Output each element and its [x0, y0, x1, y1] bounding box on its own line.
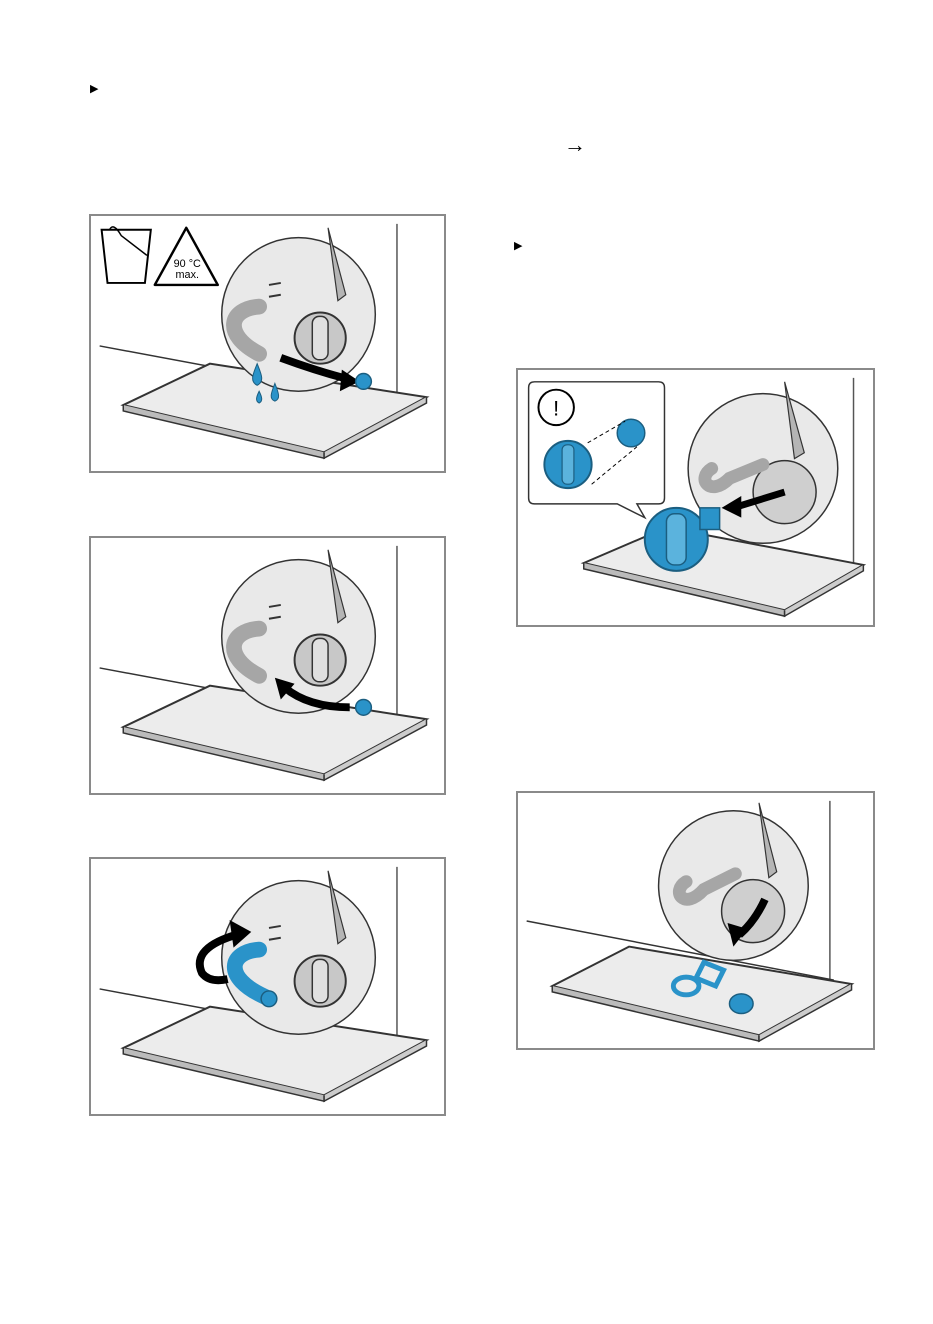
bucket-icon	[102, 227, 151, 283]
hose-cap	[356, 699, 372, 715]
remove-filter-illustration: !	[518, 370, 873, 625]
figure-refit-cap	[89, 536, 446, 795]
bullet-marker-1: ▶	[90, 84, 98, 95]
refit-cap-illustration	[91, 538, 444, 793]
figure-clean-filter-housing	[516, 791, 875, 1050]
filter-cap	[295, 312, 346, 363]
detail-callout: !	[529, 382, 665, 518]
svg-text:max.: max.	[176, 269, 199, 281]
hose-cap	[356, 374, 372, 390]
figure-drain-water: 90 °C max.	[89, 214, 446, 473]
figure-stow-hose	[89, 857, 446, 1116]
reference-arrow: →	[564, 134, 586, 156]
clean-filter-illustration	[518, 793, 873, 1048]
svg-text:!: !	[553, 395, 559, 420]
hose-cap	[261, 991, 277, 1007]
bullet-marker-2: ▶	[514, 241, 522, 252]
figure-remove-filter: !	[516, 368, 875, 627]
stow-hose-illustration	[91, 859, 444, 1114]
drain-water-illustration: 90 °C max.	[91, 216, 444, 471]
hot-water-warning-icon: 90 °C max.	[155, 228, 218, 285]
